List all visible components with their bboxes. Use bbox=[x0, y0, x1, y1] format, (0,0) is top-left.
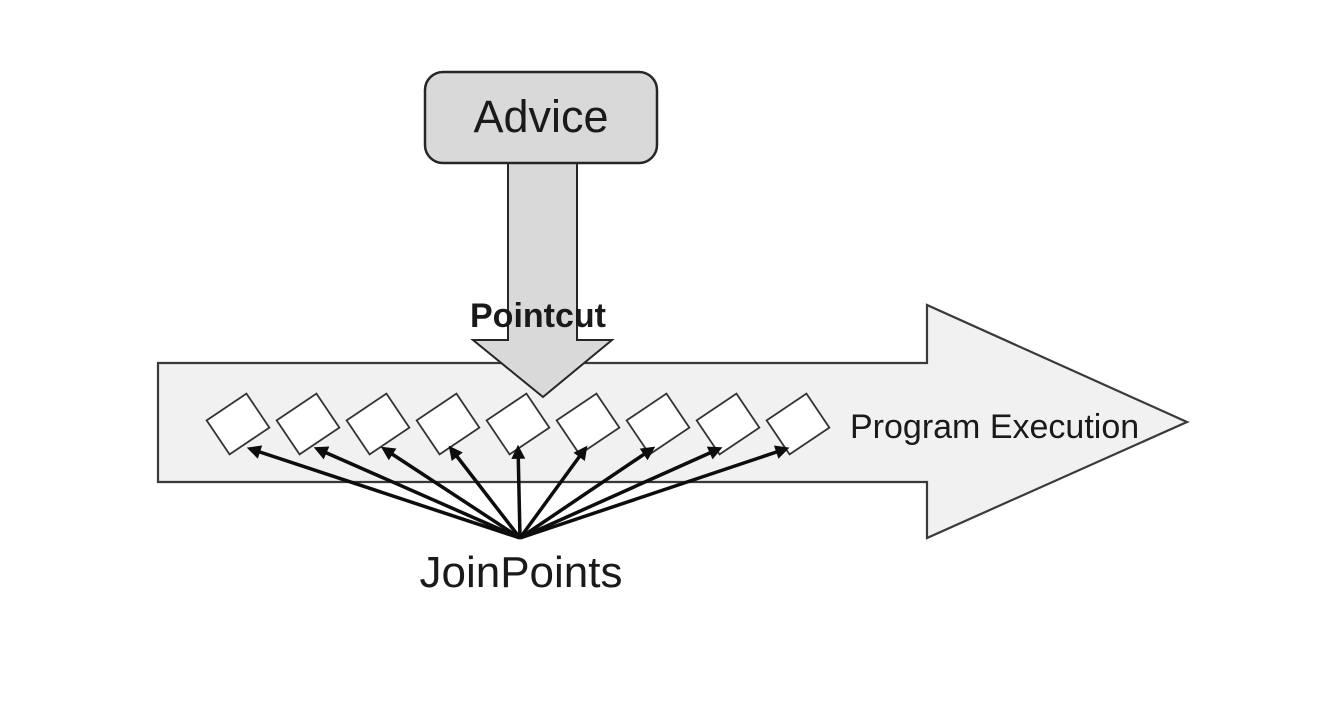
joinpoints-label: JoinPoints bbox=[419, 548, 622, 597]
joinpoint-connector-arrow bbox=[448, 445, 522, 540]
joinpoint-connector-arrow bbox=[518, 445, 588, 540]
joinpoint-diamond bbox=[205, 392, 271, 456]
joinpoint-diamond bbox=[345, 392, 411, 456]
joinpoint-diamond bbox=[415, 392, 481, 456]
program-execution-label: Program Execution bbox=[850, 408, 1139, 446]
joinpoint-diamond bbox=[275, 392, 341, 456]
joinpoint-diamond bbox=[695, 392, 761, 456]
joinpoint-diamonds bbox=[205, 392, 831, 456]
joinpoint-connector-arrow bbox=[519, 446, 723, 540]
joinpoint-connector-arrow bbox=[246, 445, 521, 540]
pointcut-label: Pointcut bbox=[470, 297, 606, 335]
joinpoint-diamond bbox=[625, 392, 691, 456]
joinpoint-diamond bbox=[765, 392, 831, 456]
joinpoint-connector-arrow bbox=[519, 446, 656, 540]
pointcut-arrow bbox=[470, 162, 615, 399]
joinpoint-connector-arrow bbox=[511, 444, 526, 539]
joinpoint-connectors bbox=[246, 444, 790, 540]
joinpoint-connector-arrow bbox=[519, 445, 790, 540]
advice-box bbox=[423, 70, 659, 165]
joinpoint-connector-arrow bbox=[380, 446, 521, 540]
joinpoint-connector-arrow bbox=[313, 446, 521, 540]
joinpoint-diamond bbox=[555, 392, 621, 456]
advice-label: Advice bbox=[473, 91, 608, 142]
joinpoint-diamond bbox=[485, 392, 551, 456]
